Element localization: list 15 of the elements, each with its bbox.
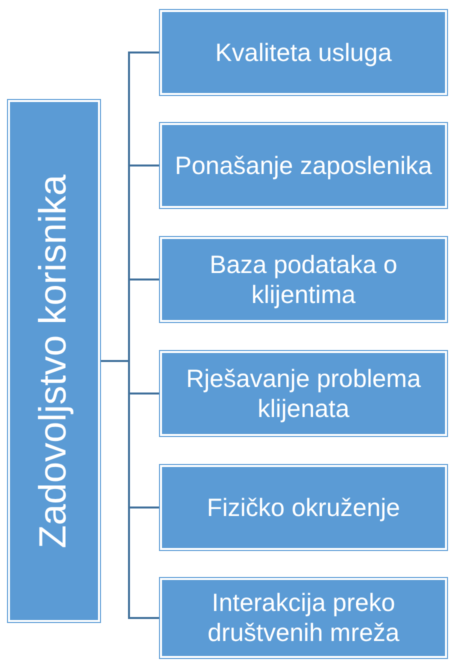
category-label: Baza podataka o klijentima	[208, 250, 398, 310]
category-label: Ponašanje zaposlenika	[174, 150, 434, 180]
root-box	[8, 100, 100, 622]
connector-line	[101, 360, 159, 619]
category-label: Interakcija preko društvenih mreža	[206, 588, 400, 648]
category-label: Kvaliteta usluga	[214, 38, 393, 68]
category-label: Fizičko okruženje	[206, 492, 402, 522]
category-box	[160, 351, 447, 436]
category-box	[160, 10, 447, 95]
category-box	[160, 237, 447, 322]
category-box	[160, 123, 447, 208]
category-box	[160, 465, 447, 550]
root-label: Zadovoljstvo korisnika	[32, 174, 76, 548]
category-box	[160, 578, 447, 658]
category-label: Rješavanje problema klijenata	[185, 364, 422, 424]
